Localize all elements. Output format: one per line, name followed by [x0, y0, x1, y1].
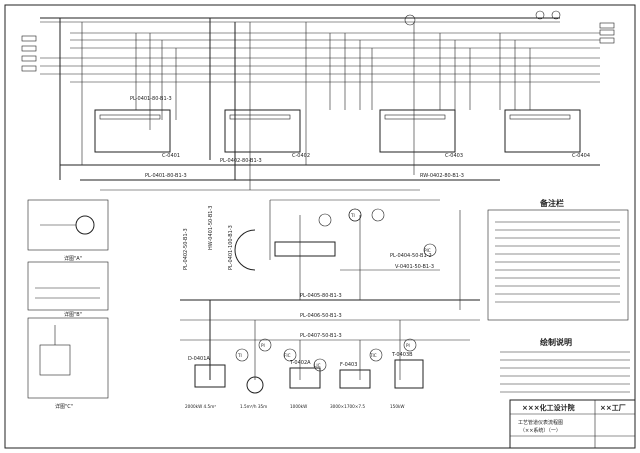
remarks-title: 备注栏: [539, 198, 564, 208]
bottom-spec-s1: 2000kW 4.5m³: [185, 404, 216, 409]
line-label-valve-tag: V-0401-50-B1-3: [395, 264, 434, 270]
equipment-c4: [504, 109, 581, 153]
instrument-tag-i3: FIC: [284, 353, 291, 358]
equipment-tag-e1: D-0401A: [188, 356, 210, 362]
mid-equipment-row: [94, 109, 581, 153]
line-label-return-header: PL-0401-80-B1-3: [130, 96, 172, 102]
line-label-lower-1: PL-0405-80-B1-3: [300, 293, 342, 299]
instrument-tag-i8: PIC: [424, 248, 431, 253]
bottom-spec-s5: 150kW: [390, 404, 405, 409]
equipment-tag-c3: C-0403: [445, 153, 463, 159]
equipment-tag-c4: C-0404: [572, 153, 590, 159]
equipment-tag-c2: C-0402: [292, 153, 310, 159]
title-block: [509, 399, 636, 449]
drawing-border: [4, 4, 636, 449]
detail-a-box: [27, 199, 109, 251]
line-label-vert-2: PL-0402-50-B1-3: [183, 228, 189, 270]
detail-b-label: 详图"B": [64, 311, 82, 318]
line-label-vert-3: HW-0401-50-B1-3: [208, 206, 214, 250]
line-label-right-header: RW-0402-80-B1-3: [420, 173, 464, 179]
drawing-notes-panel: [500, 351, 630, 393]
equipment-c2: [224, 109, 301, 153]
instrument-tag-i7: TI: [350, 213, 355, 218]
title-block-org: ×××化工设计院: [522, 403, 575, 412]
remarks-panel: [487, 209, 629, 321]
title-block-drawing-title-2: （××系统）（一）: [520, 427, 561, 434]
line-label-lower-2: PL-0406-50-B1-3: [300, 313, 342, 319]
bottom-spec-s4: 3000×1700×7.5: [330, 404, 365, 409]
drawing-notes-title: 绘制说明: [540, 337, 572, 347]
bottom-spec-s3: 1000kW: [290, 404, 307, 409]
title-block-drawing-title-1: 工艺管道仪表流程图: [518, 419, 563, 426]
equipment-tag-c1: C-0401: [162, 153, 180, 159]
detail-c-box: [27, 317, 109, 399]
instrument-tag-i1: TI: [237, 353, 242, 358]
equipment-tag-e4: T-0403B: [391, 352, 413, 358]
line-label-main-header: PL-0401-80-B1-3: [145, 173, 187, 179]
line-label-vert-1: PL-0401-100-B1-3: [228, 225, 234, 270]
equipment-c1: [94, 109, 171, 153]
top-right-valves: [404, 10, 615, 44]
central-process-area: [180, 199, 480, 380]
equipment-c3: [379, 109, 456, 153]
bottom-equipment: [194, 359, 424, 394]
title-block-project: ××工厂: [600, 404, 626, 412]
instrument-tag-i6: PI: [406, 343, 410, 348]
detail-c-label: 详图"C": [55, 403, 73, 410]
line-label-branch: PL-0404-50-B1-2: [390, 253, 432, 259]
top-left-valves: [21, 35, 37, 72]
instrument-bubbles: [235, 208, 437, 372]
equipment-tag-e3: F-0403: [340, 362, 357, 368]
line-label-mid-header: PL-0402-80-B1-3: [220, 158, 262, 164]
bottom-spec-s2: 1.5m³/h 35m: [240, 404, 267, 409]
line-label-lower-3: PL-0407-50-B1-3: [300, 333, 342, 339]
equipment-tag-e2: T-0402A: [289, 360, 311, 366]
vertical-line-label-group: PL-0401-100-B1-3 PL-0402-50-B1-3 HW-0401…: [183, 206, 234, 270]
detail-a-label: 详图"A": [64, 255, 82, 262]
instrument-tag-i2: PI: [261, 343, 265, 348]
detail-b-box: [27, 261, 109, 311]
vertical-risers: [59, 18, 531, 190]
instrument-tag-i5: TIC: [369, 353, 377, 358]
instrument-tag-i4: LIC: [314, 363, 321, 368]
